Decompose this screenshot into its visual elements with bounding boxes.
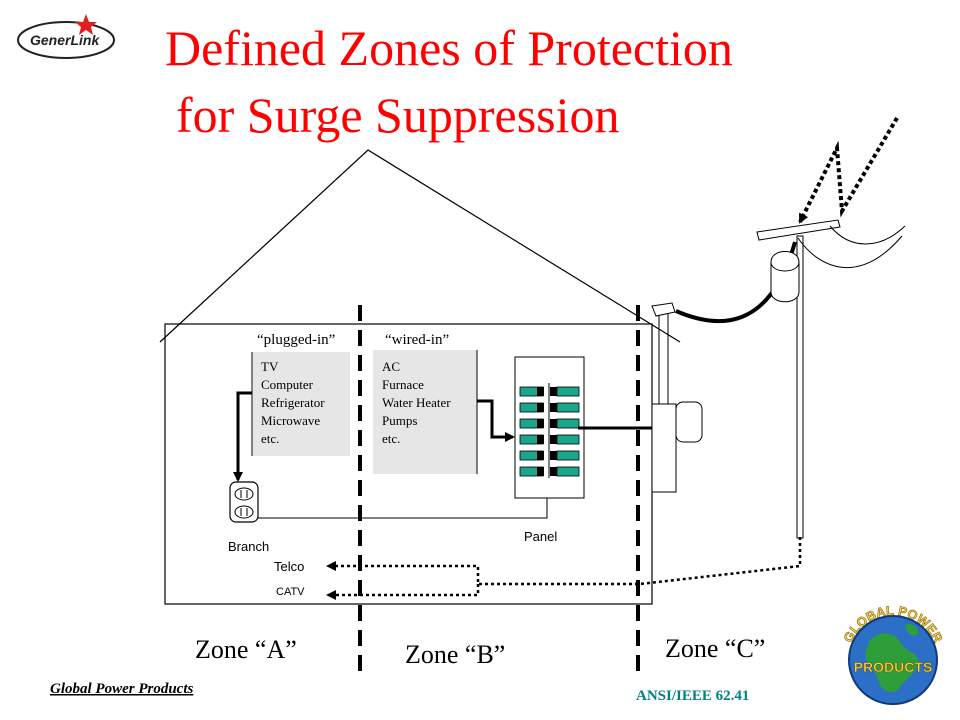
breaker [556, 402, 580, 413]
plugged-item: Computer [261, 377, 314, 392]
lightning-surge-arrow [798, 116, 899, 224]
breaker [556, 386, 580, 397]
breaker [556, 418, 580, 429]
generlink-logo: GenerLink [17, 14, 115, 59]
plugged-in-list: TV Computer Refrigerator Microwave etc. [251, 352, 350, 456]
breaker-switch [537, 403, 544, 412]
footer-standard: ANSI/IEEE 62.41 [636, 688, 749, 704]
zone-a-label: Zone “A” [195, 635, 297, 664]
badge-text-bottom: PRODUCTS [854, 659, 933, 675]
wired-item: Pumps [382, 413, 417, 428]
svg-text:TV Computer Refrig: TV Computer Refrigerator Microwave etc. [261, 359, 328, 446]
telco-label: Telco [274, 559, 304, 574]
plugged-arrow [233, 391, 252, 482]
panel-label: Panel [524, 529, 557, 544]
catv-label: CATV [276, 586, 305, 598]
branch-label: Branch [228, 539, 269, 554]
plugged-item: Refrigerator [261, 395, 325, 410]
breaker [556, 450, 580, 461]
footer-company: Global Power Products [50, 681, 193, 697]
electrical-panel [514, 356, 585, 499]
breaker-switch [550, 387, 557, 396]
plugged-item: Microwave [261, 413, 320, 428]
logo-text: GenerLink [30, 32, 100, 48]
service-meter [651, 302, 703, 493]
zone-c-label: Zone “C” [665, 634, 765, 663]
breaker-switch [550, 403, 557, 412]
plugged-item: TV [261, 359, 279, 374]
svg-text:AC Furnace Water H: AC Furnace Water Heater Pumps etc. [382, 359, 454, 446]
utility-pole [756, 219, 906, 539]
breaker-switch [537, 419, 544, 428]
breaker-rows [519, 386, 580, 477]
breaker-switch [537, 467, 544, 476]
breaker-switch [550, 419, 557, 428]
zone-b-label: Zone “B” [405, 640, 505, 669]
wired-item: Water Heater [382, 395, 451, 410]
branch-outlet [229, 481, 259, 523]
breaker-switch [537, 387, 544, 396]
breaker-switch [537, 435, 544, 444]
logo-star-icon [75, 14, 97, 35]
wired-in-label: “wired-in” [385, 332, 449, 348]
plugged-in-label: “plugged-in” [257, 332, 335, 348]
wired-item: etc. [382, 431, 400, 446]
breaker [556, 466, 580, 477]
plugged-item: etc. [261, 431, 279, 446]
breaker-switch [550, 435, 557, 444]
breaker [556, 434, 580, 445]
breaker-switch [550, 451, 557, 460]
wired-in-list: AC Furnace Water Heater Pumps etc. [373, 350, 478, 474]
breaker-switch [537, 451, 544, 460]
wired-arrow [477, 399, 515, 442]
breaker-switch [550, 467, 557, 476]
wired-item: Furnace [382, 377, 424, 392]
title-line-1: Defined Zones of Protection [165, 20, 733, 76]
global-power-products-badge: GLOBAL POWER PRODUCTS [840, 603, 946, 705]
catv-line [326, 584, 480, 600]
wired-item: AC [382, 359, 400, 374]
telco-line [326, 537, 802, 586]
title-line-2: for Surge Suppression [176, 87, 620, 143]
branch-wire [258, 498, 548, 519]
